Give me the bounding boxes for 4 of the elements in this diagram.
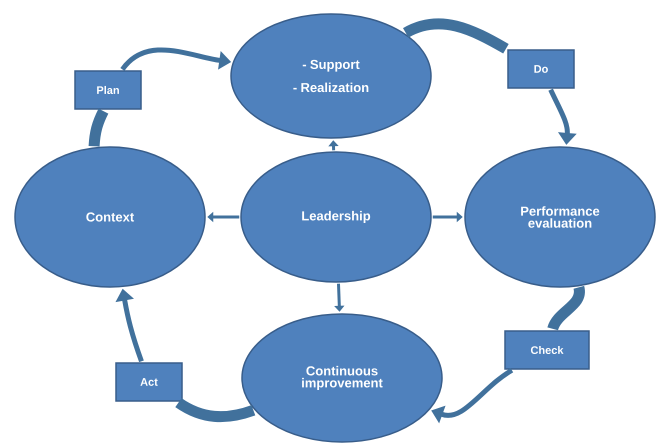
step-box: Check <box>504 330 590 370</box>
step-box: Act <box>115 362 183 402</box>
step-box: Plan <box>74 70 142 110</box>
step-box: Do <box>507 49 575 89</box>
